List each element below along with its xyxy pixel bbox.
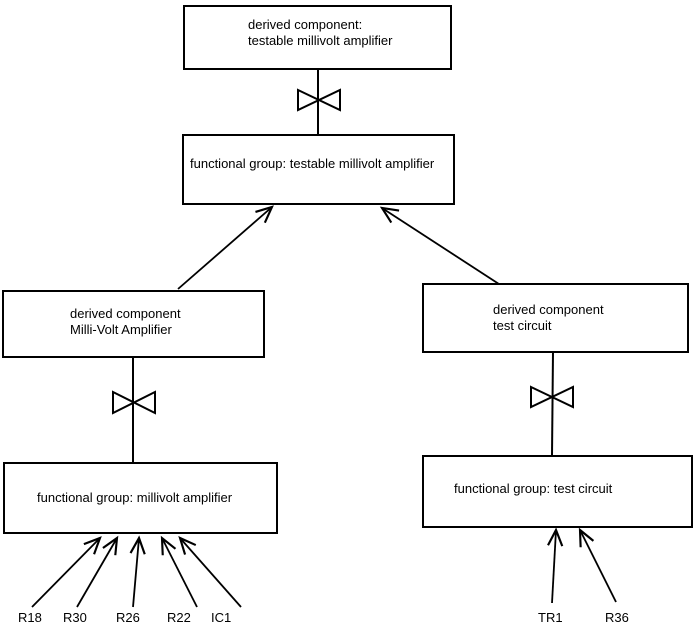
node-derived-millivolt-amplifier: derived component Milli-Volt Amplifier	[2, 290, 265, 358]
component-label-TR1: TR1	[538, 610, 563, 625]
node-derived-testable-amplifier: derived component: testable millivolt am…	[183, 5, 452, 70]
bowtie-symbol-left	[112, 390, 156, 415]
node-text-line: Milli-Volt Amplifier	[70, 322, 172, 337]
node-functional-test-circuit: functional group: test circuit	[422, 455, 693, 528]
component-label-R26: R26	[116, 610, 140, 625]
arrow-R22	[160, 535, 198, 608]
node-text-line: testable millivolt amplifier	[248, 33, 393, 48]
node-derived-test-circuit: derived component test circuit	[422, 283, 689, 353]
node-text-line: derived component	[493, 302, 604, 317]
node-text-line: functional group: testable millivolt amp…	[190, 155, 435, 171]
component-label-IC1: IC1	[211, 610, 232, 625]
arrow-R18	[31, 536, 102, 608]
node-functional-millivolt-amplifier: functional group: millivolt amplifier	[3, 462, 278, 534]
arrow-R36	[578, 527, 617, 603]
node-text-line: derived component	[70, 306, 181, 321]
connector-right-vertical	[551, 351, 554, 456]
arrow-derived-test-to-functional-testable	[379, 206, 503, 287]
component-label-R36: R36	[605, 610, 629, 625]
component-label-R30: R30	[63, 610, 87, 625]
arrow-IC1	[178, 536, 242, 608]
node-functional-testable-amplifier: functional group: testable millivolt amp…	[182, 134, 455, 205]
arrow-TR1	[547, 527, 564, 604]
node-text-line: derived component:	[248, 17, 363, 32]
bowtie-symbol-top	[297, 88, 341, 112]
node-text-line: test circuit	[493, 318, 552, 333]
node-text-line: functional group: test circuit	[454, 480, 613, 496]
node-text-line: functional group: millivolt amplifier	[37, 490, 233, 505]
arrow-derived-millivolt-to-functional-testable	[177, 205, 274, 290]
component-label-R22: R22	[167, 610, 191, 625]
arrow-R26	[129, 535, 146, 608]
arrow-R30	[76, 535, 119, 608]
component-label-R18: R18	[18, 610, 42, 625]
bowtie-symbol-right	[530, 385, 574, 409]
